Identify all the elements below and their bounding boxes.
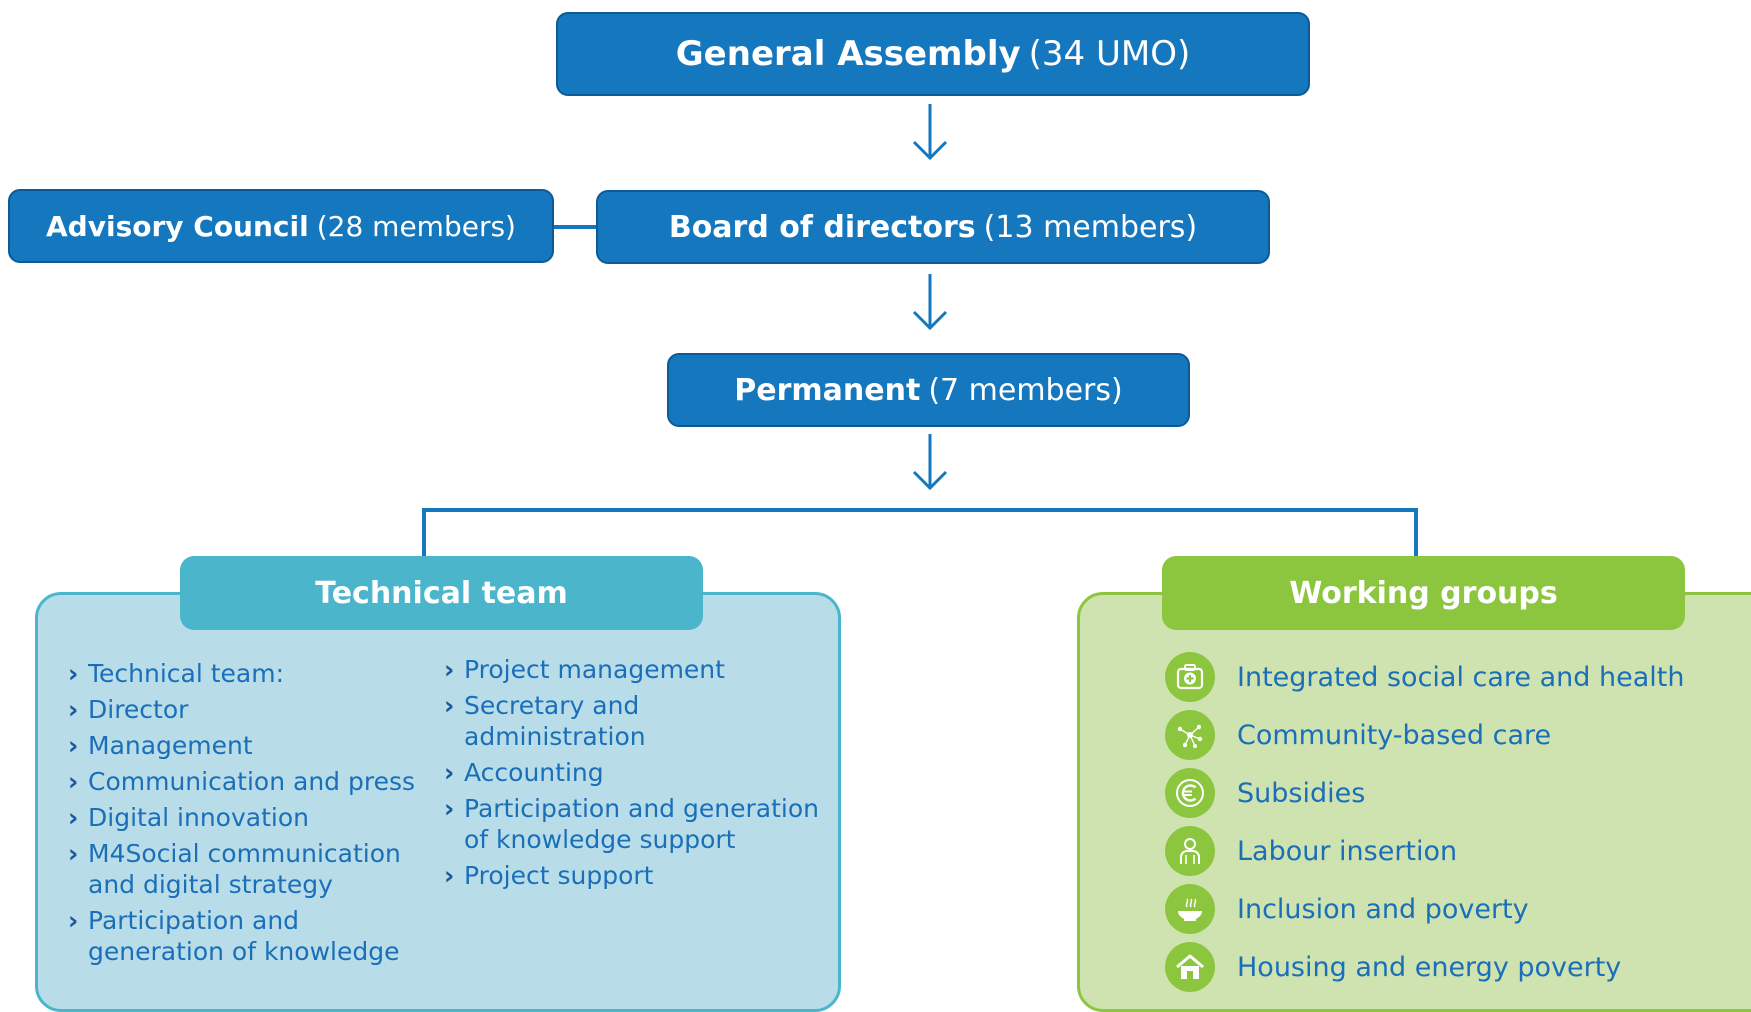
technical-team-panel <box>35 592 841 1012</box>
branch-horizontal-line <box>422 508 1418 512</box>
list-item: ›Technical team: <box>68 659 285 688</box>
working-group-label: Community-based care <box>1237 719 1552 751</box>
list-item: Community-based care <box>1165 706 1684 764</box>
working-group-label: Integrated social care and health <box>1237 661 1685 693</box>
working-group-label: Housing and energy poverty <box>1237 951 1622 983</box>
working-group-label: Inclusion and poverty <box>1237 893 1529 925</box>
board-title: Board of directors <box>668 209 976 245</box>
working-groups-list: Integrated social care and health Commun… <box>1165 648 1684 996</box>
list-item: Integrated social care and health <box>1165 648 1684 706</box>
arrow-down-icon <box>912 104 948 161</box>
list-item: ›Director <box>68 695 189 724</box>
branch-right-drop <box>1414 508 1418 556</box>
list-item: Housing and energy poverty <box>1165 938 1684 996</box>
permanent-box: Permanent (7 members) <box>667 353 1190 427</box>
euro-icon <box>1165 768 1215 818</box>
general-assembly-box: General Assembly (34 UMO) <box>556 12 1310 96</box>
person-icon <box>1165 826 1215 876</box>
list-item: ›Project support <box>444 861 654 890</box>
advisory-council-box: Advisory Council (28 members) <box>8 189 554 263</box>
list-item: ›Project management <box>444 655 725 684</box>
working-group-label: Subsidies <box>1237 777 1366 809</box>
list-item: Labour insertion <box>1165 822 1684 880</box>
advisory-board-connector <box>552 225 598 229</box>
list-item: ›Digital innovation <box>68 803 309 832</box>
list-item: ›Participation and generation of knowled… <box>444 794 819 854</box>
technical-team-list-right: ›Project management ›Secretary and admin… <box>444 654 824 896</box>
general-assembly-title: General Assembly <box>675 34 1021 74</box>
permanent-detail: (7 members) <box>928 372 1123 408</box>
list-item: Subsidies <box>1165 764 1684 822</box>
permanent-title: Permanent <box>734 372 921 408</box>
general-assembly-detail: (34 UMO) <box>1028 34 1191 74</box>
advisory-council-title: Advisory Council <box>46 209 309 243</box>
working-group-label: Labour insertion <box>1237 835 1458 867</box>
network-icon <box>1165 710 1215 760</box>
list-item: ›Communication and press <box>68 767 416 796</box>
arrow-down-icon <box>912 434 948 491</box>
working-groups-heading: Working groups <box>1162 556 1685 630</box>
medical-kit-icon <box>1165 652 1215 702</box>
list-item: ›Management <box>68 731 253 760</box>
branch-left-drop <box>422 508 426 556</box>
arrow-down-icon <box>912 274 948 331</box>
technical-team-list-left: ›Technical team: ›Director ›Management ›… <box>68 658 428 972</box>
list-item: ›Accounting <box>444 758 604 787</box>
list-item: ›Participation and generation of knowled… <box>68 906 400 966</box>
house-icon <box>1165 942 1215 992</box>
list-item: ›M4Social communication and digital stra… <box>68 839 401 899</box>
list-item: ›Secretary and administration <box>444 691 646 751</box>
bowl-icon <box>1165 884 1215 934</box>
board-detail: (13 members) <box>983 209 1198 245</box>
technical-team-heading: Technical team <box>180 556 703 630</box>
board-of-directors-box: Board of directors (13 members) <box>596 190 1270 264</box>
list-item: Inclusion and poverty <box>1165 880 1684 938</box>
advisory-council-detail: (28 members) <box>316 209 516 243</box>
